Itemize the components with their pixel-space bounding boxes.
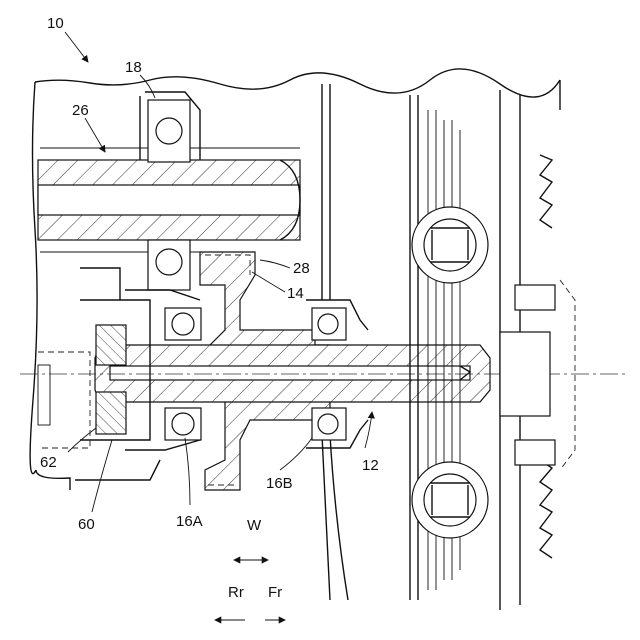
label-28: 28 (293, 260, 310, 277)
label-12: 12 (362, 457, 379, 474)
left-dashed-outline (38, 352, 90, 448)
label-16B: 16B (266, 475, 293, 492)
label-16A: 16A (176, 513, 203, 530)
label-10: 10 (47, 15, 64, 32)
bearing-upper-lower (148, 240, 190, 290)
direction-indicators: W Rr Fr (215, 517, 285, 620)
label-60: 60 (78, 516, 95, 533)
label-W: W (247, 517, 262, 534)
label-14: 14 (287, 285, 304, 302)
label-Rr: Rr (228, 584, 244, 601)
main-shaft-12 (95, 345, 490, 402)
bearing-18 (140, 92, 200, 162)
lower-ring (412, 462, 488, 538)
upper-shaft (38, 148, 300, 252)
label-62: 62 (40, 454, 57, 471)
label-Fr: Fr (268, 584, 282, 601)
label-26: 26 (72, 102, 89, 119)
upper-ring (412, 207, 488, 283)
label-18: 18 (125, 59, 142, 76)
